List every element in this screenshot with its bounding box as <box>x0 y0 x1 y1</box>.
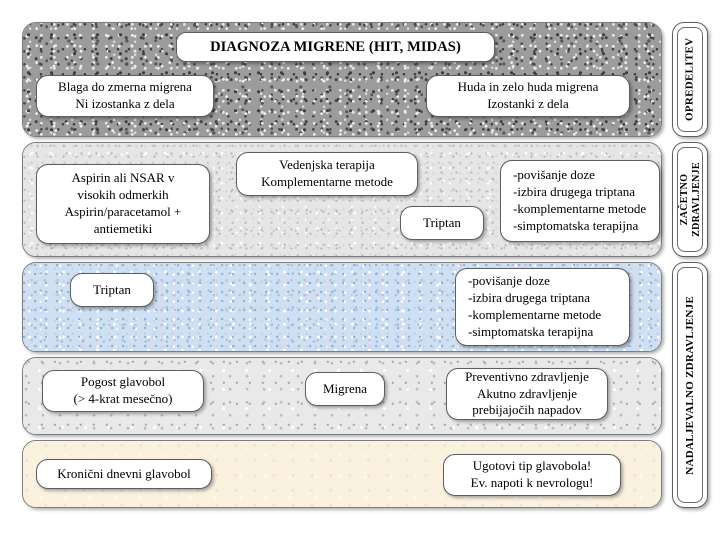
box-migrena[interactable]: Migrena <box>305 372 385 406</box>
side-label-nadaljevalno-zdravljenje-text: NADALJEVALNO ZDRAVLJENJE <box>683 295 696 475</box>
side-label-zacetno-zdravljenje-text: ZAČETNO ZDRAVLJENJE <box>678 162 702 237</box>
page-title: DIAGNOZA MIGRENE (HIT, MIDAS) <box>176 32 495 62</box>
box-ukrepi-nadaljevalno[interactable]: -povišanje doze -izbira drugega triptana… <box>455 268 630 346</box>
box-vedenjska-terapija[interactable]: Vedenjska terapija Komplementarne metode <box>236 152 418 196</box>
box-preventivno-zdravljenje[interactable]: Preventivno zdravljenje Akutno zdravljen… <box>446 368 608 420</box>
box-blaga-migrena[interactable]: Blaga do zmerna migrena Ni izostanka z d… <box>36 75 214 117</box>
box-triptan-zacetno[interactable]: Triptan <box>400 206 484 240</box>
box-huda-migrena[interactable]: Huda in zelo huda migrena Izostanki z de… <box>426 75 630 117</box>
box-ukrepi-zacetno[interactable]: -povišanje doze -izbira drugega triptana… <box>500 160 660 242</box>
box-triptan-nadaljevalno[interactable]: Triptan <box>70 273 154 307</box>
box-aspirin-nsar[interactable]: Aspirin ali NSAR v visokih odmerkih Aspi… <box>36 164 210 244</box>
side-label-zacetno-zdravljenje: ZAČETNO ZDRAVLJENJE <box>672 142 708 257</box>
box-ugotovi-tip-glavobola[interactable]: Ugotovi tip glavobola! Ev. napoti k nevr… <box>443 454 621 496</box>
box-pogost-glavobol[interactable]: Pogost glavobol (> 4-krat mesečno) <box>42 370 204 412</box>
side-label-nadaljevalno-zdravljenje: NADALJEVALNO ZDRAVLJENJE <box>672 262 708 508</box>
side-label-opredelitev: OPREDELITEV <box>672 22 708 137</box>
side-label-opredelitev-text: OPREDELITEV <box>683 37 696 122</box>
box-kronicni-dnevni-glavobol[interactable]: Kronični dnevni glavobol <box>36 459 212 489</box>
